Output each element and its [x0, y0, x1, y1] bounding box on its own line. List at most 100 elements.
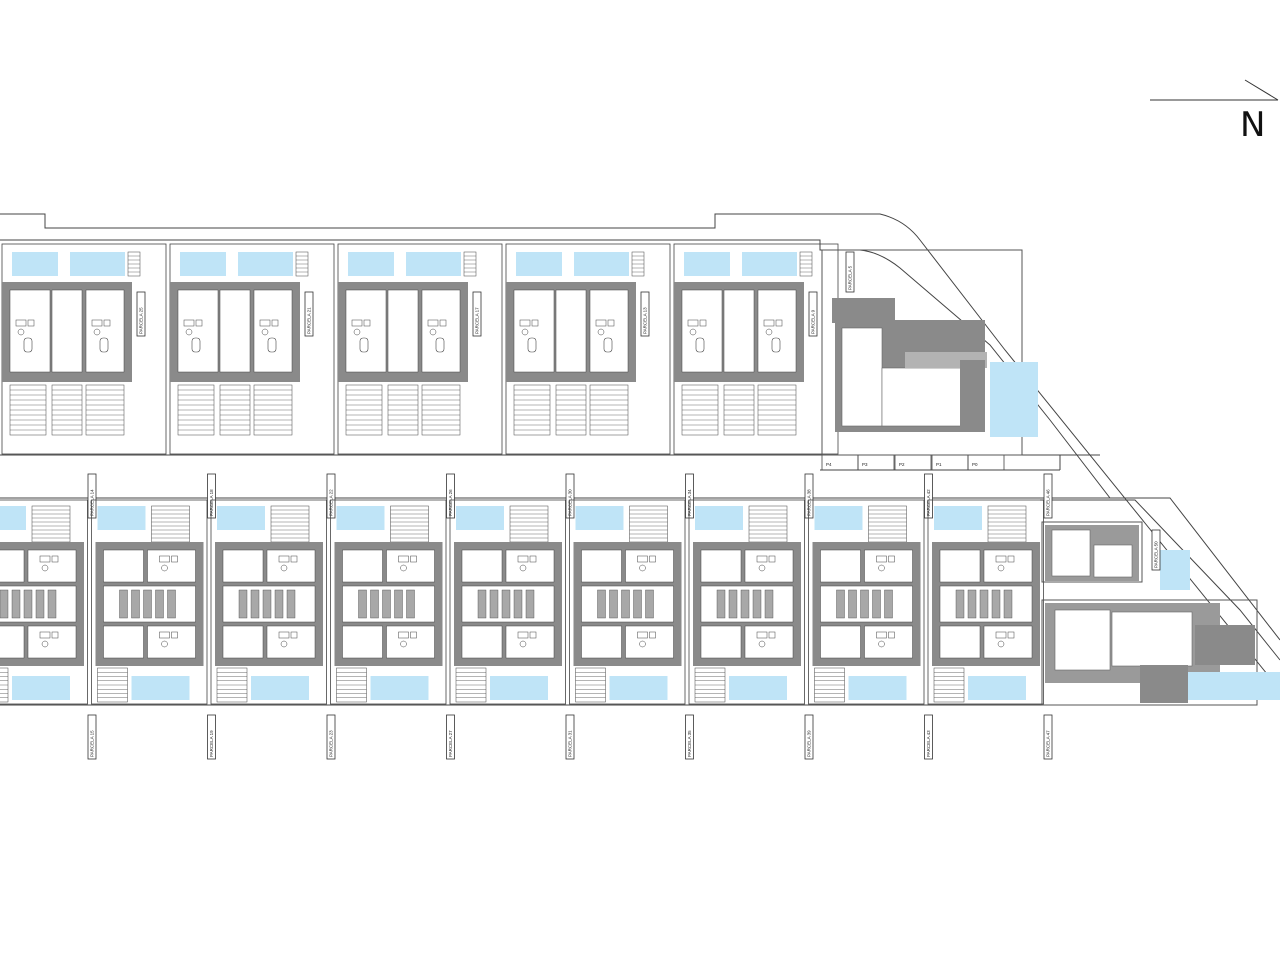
stair: [987, 505, 1027, 543]
pool: [348, 252, 394, 276]
core-wall: [250, 589, 260, 619]
bathtub: [771, 337, 781, 353]
pool: [12, 252, 58, 276]
plot-label: PARCELA 21: [304, 291, 314, 337]
stair: [629, 505, 668, 543]
core-wall: [143, 589, 152, 619]
room: [744, 625, 794, 659]
furniture: [995, 555, 1015, 572]
stair-outline: [868, 505, 907, 543]
pool: [12, 676, 70, 700]
furniture-item: [278, 555, 290, 563]
stair: [387, 384, 419, 436]
pool: [217, 506, 265, 530]
stair: [694, 667, 726, 703]
plot-label: PARCELA 25: [136, 291, 146, 337]
pool: [968, 676, 1026, 700]
core-wall: [119, 589, 128, 619]
core-wall: [848, 589, 857, 619]
furniture-item: [439, 319, 447, 327]
villa-terrace: [960, 360, 985, 430]
core-wall: [836, 589, 845, 619]
furniture-item: [398, 631, 409, 639]
furniture-item: [51, 555, 59, 563]
furniture-item: [410, 555, 417, 563]
stair-outline: [509, 505, 549, 543]
plot-label-text: PARCELA 9: [811, 309, 816, 334]
furniture-item: [521, 328, 529, 336]
stair: [555, 384, 587, 436]
stair: [463, 251, 477, 277]
pool: [814, 506, 863, 530]
plot-label: PARCELA 27: [446, 714, 455, 760]
bathtub: [23, 337, 33, 353]
plot-label-box: [207, 473, 216, 519]
core-wall: [645, 589, 654, 619]
villa-plot: [1041, 521, 1143, 583]
villa-roof: [832, 298, 895, 323]
furniture-item: [363, 319, 371, 327]
plot-label-box: [685, 714, 694, 760]
stair: [151, 505, 190, 543]
villa-plot: [821, 249, 1023, 456]
villa-interior: [1051, 529, 1091, 577]
core-wall: [286, 589, 296, 619]
pool: [490, 676, 548, 700]
core-wall: [501, 589, 511, 619]
furniture-item: [161, 564, 168, 572]
stair: [681, 384, 719, 436]
block-plot: [0, 499, 88, 705]
furniture-item: [687, 319, 699, 327]
pool: [336, 506, 385, 530]
plot-label-box: [565, 714, 575, 760]
core-wall: [489, 589, 499, 619]
core-wall: [633, 589, 642, 619]
room: [757, 289, 797, 373]
furniture-item: [595, 319, 607, 327]
furniture: [756, 555, 776, 572]
pool: [729, 676, 787, 700]
plot-label-text: PARCELA 19: [209, 730, 214, 757]
villa-block: PARCELA 13: [505, 243, 671, 455]
furniture-item: [878, 564, 885, 572]
plot-label-text: PARCELA 35: [687, 730, 692, 757]
core-wall: [0, 589, 9, 619]
plot-label-box: [924, 714, 933, 760]
stair: [799, 251, 813, 277]
plot-label-box: [845, 251, 855, 293]
furniture-item: [888, 631, 895, 639]
core-wall: [872, 589, 881, 619]
room: [581, 625, 622, 659]
furniture-item: [756, 631, 768, 639]
upper-corner-villa: PARCELA 5: [821, 249, 1038, 456]
room: [681, 289, 723, 373]
core-wall: [728, 589, 738, 619]
furniture-item: [517, 555, 529, 563]
furniture-item: [768, 631, 776, 639]
room: [51, 289, 83, 373]
bathtub: [695, 337, 705, 353]
plot-label-text: PARCELA 34: [687, 489, 692, 516]
plot-label: PARCELA 42: [924, 473, 933, 519]
furniture-item: [519, 564, 527, 572]
pool: [406, 252, 461, 276]
stair: [513, 384, 551, 436]
room: [253, 289, 293, 373]
block-plot: [927, 499, 1044, 705]
stair: [390, 505, 429, 543]
pool: [934, 506, 982, 530]
room: [864, 549, 913, 583]
core-wall: [991, 589, 1001, 619]
core-wall: [525, 589, 535, 619]
core-wall: [860, 589, 869, 619]
furniture-item: [1007, 631, 1015, 639]
furniture-item: [758, 564, 766, 572]
villa-plot: [1041, 599, 1258, 706]
block-plot: [449, 499, 566, 705]
stair: [85, 384, 125, 436]
pool: [238, 252, 293, 276]
service-cell-label: P2: [899, 462, 905, 467]
